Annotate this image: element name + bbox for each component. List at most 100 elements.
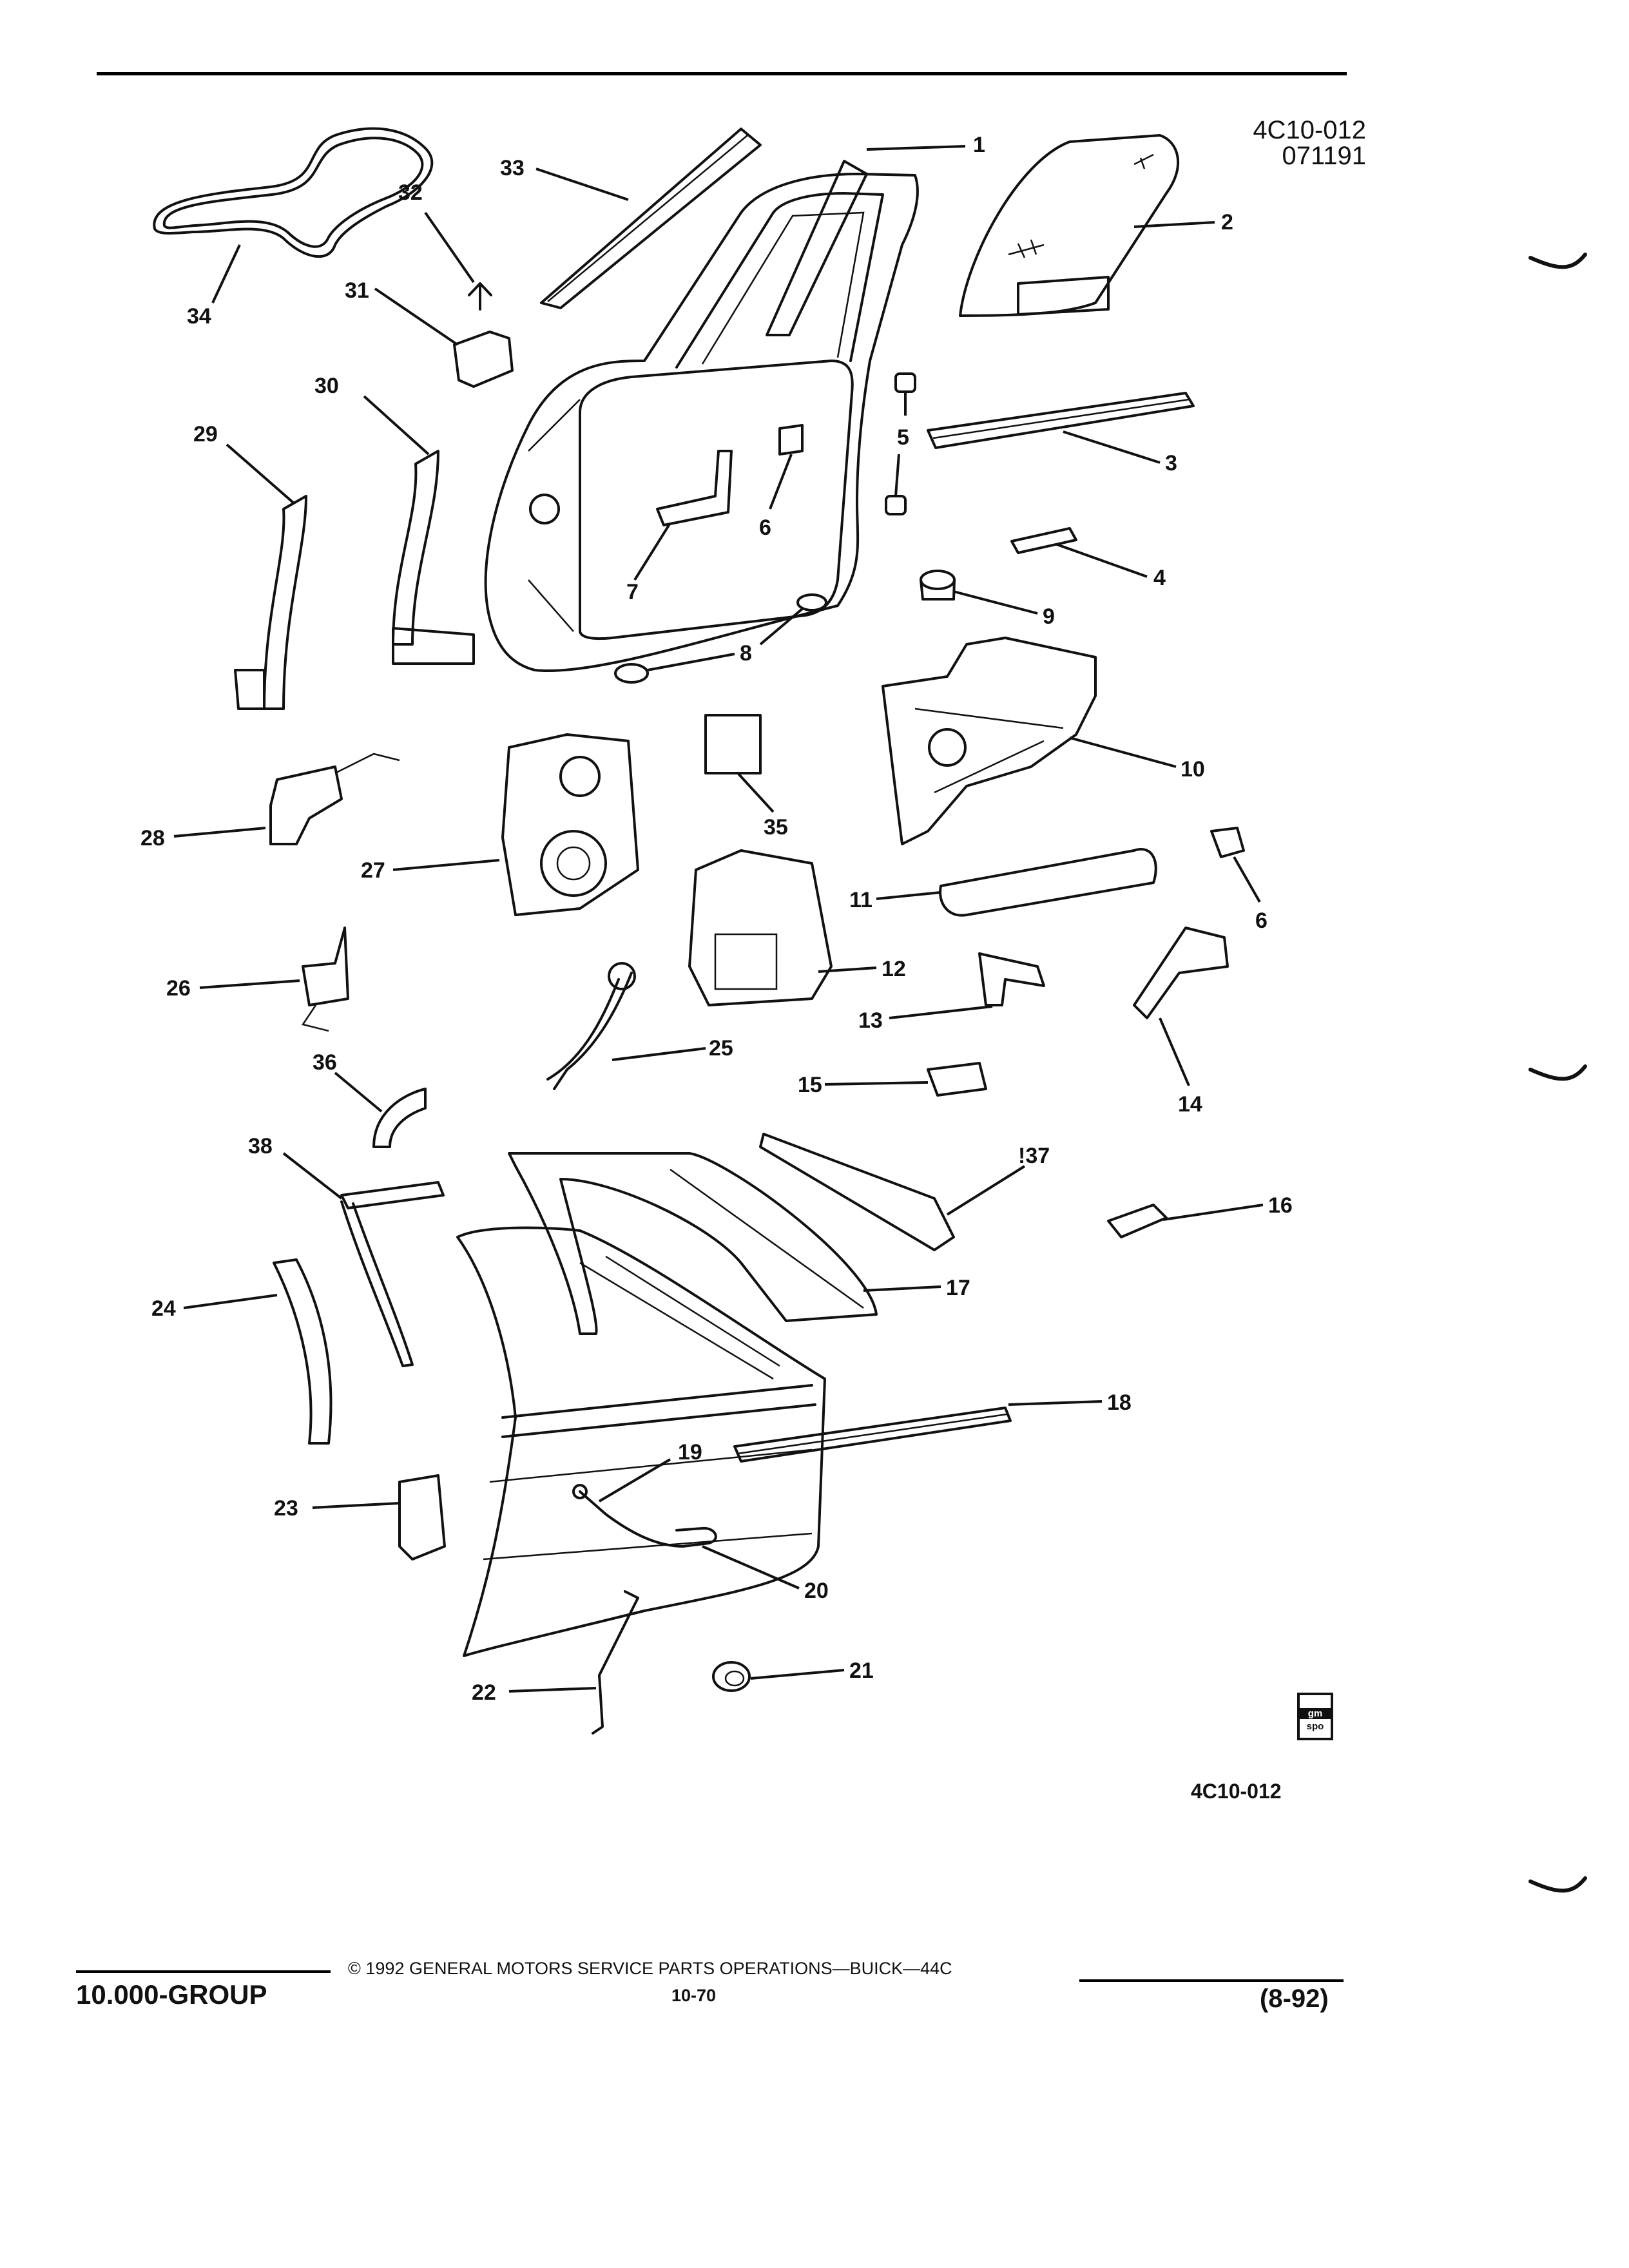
part-28-lock [269, 753, 400, 845]
footer-copyright: © 1992 GENERAL MOTORS SERVICE PARTS OPER… [348, 1959, 952, 1978]
leader-23 [312, 1502, 400, 1509]
leader-12 [818, 966, 877, 973]
part-8-grommets [614, 593, 827, 684]
leader-17 [863, 1285, 941, 1292]
callout-3: 3 [1165, 451, 1177, 476]
callout-38: 38 [248, 1134, 273, 1158]
callout-5: 5 [897, 425, 909, 450]
callout-24: 24 [151, 1296, 176, 1321]
callout-1: 1 [973, 133, 985, 157]
part-25-rod [546, 962, 636, 1090]
callout-6b: 6 [1255, 908, 1268, 933]
leader-4 [1056, 543, 1148, 578]
part-23-latch [398, 1474, 446, 1561]
leader-11 [876, 891, 941, 900]
leader-14 [1159, 1017, 1190, 1086]
front-door-shell [484, 160, 919, 673]
leader-24 [183, 1294, 278, 1309]
part-18-belt-strip [733, 1407, 1012, 1463]
leader-28 [173, 827, 266, 838]
leader-19 [598, 1458, 671, 1503]
leader-3 [1063, 430, 1161, 464]
part-24-channel [273, 1258, 333, 1445]
part-14-bracket [1133, 927, 1229, 1019]
part-37-channel [759, 1133, 955, 1251]
part-13-bracket [978, 952, 1045, 1006]
callout-31: 31 [345, 278, 369, 303]
callout-33: 33 [500, 156, 525, 180]
leader-16 [1162, 1204, 1264, 1221]
part-27-speaker [501, 733, 639, 916]
leader-13 [889, 1005, 993, 1019]
logo-line-1: gm [1300, 1708, 1331, 1719]
part-26-actuator [301, 927, 349, 1032]
leader-26 [199, 979, 300, 989]
leader-10 [1069, 736, 1177, 768]
part-6-striker-b [1210, 827, 1245, 858]
leader-32 [424, 211, 475, 284]
leader-29 [226, 443, 294, 504]
callout-13: 13 [858, 1008, 883, 1033]
callout-36: 36 [313, 1050, 337, 1075]
leader-2 [1133, 221, 1215, 228]
callout-16: 16 [1268, 1193, 1293, 1218]
figure-code-bottom: 4C10-012 [1191, 1780, 1282, 1803]
callout-35: 35 [764, 815, 788, 840]
callout-21: 21 [849, 1658, 874, 1683]
part-7-hinge [656, 450, 733, 526]
margin-tick-1 [1528, 253, 1587, 269]
leader-36 [334, 1072, 383, 1113]
part-3-channel [927, 392, 1195, 449]
callout-29: 29 [193, 422, 218, 447]
leader-37 [946, 1165, 1026, 1216]
part-32-clip [468, 282, 492, 311]
leader-8b [759, 608, 804, 646]
leader-34 [211, 244, 241, 303]
part-30-channel [392, 450, 475, 665]
callout-10: 10 [1181, 757, 1205, 782]
callout-34: 34 [187, 304, 211, 329]
part-12-grille [688, 849, 833, 1006]
part-15-clip [927, 1062, 987, 1097]
leader-18 [1008, 1400, 1103, 1406]
leader-25 [612, 1047, 706, 1061]
leader-8a [647, 653, 735, 671]
callout-9: 9 [1043, 604, 1055, 629]
callout-26: 26 [166, 976, 191, 1001]
margin-tick-3 [1528, 1876, 1587, 1893]
callout-25: 25 [709, 1036, 733, 1061]
part-22-rod [592, 1590, 639, 1735]
part-29-channel [234, 495, 307, 710]
callout-32: 32 [398, 180, 423, 205]
leader-15 [824, 1081, 929, 1086]
leader-38 [282, 1152, 343, 1200]
footer-page-number: 10-70 [671, 1986, 717, 2005]
leader-20 [702, 1545, 800, 1590]
margin-tick-2 [1528, 1064, 1587, 1081]
callout-15: 15 [798, 1073, 822, 1097]
leader-1 [866, 145, 966, 151]
leader-22 [508, 1687, 597, 1693]
leader-21 [750, 1669, 845, 1680]
callout-30: 30 [314, 374, 339, 398]
leader-27 [392, 859, 500, 871]
footer-group-label: 10.000-GROUP [76, 1979, 267, 2010]
part-38-channel [340, 1181, 445, 1367]
part-19-20-rod [572, 1484, 717, 1548]
callout-22: 22 [472, 1680, 496, 1705]
callout-7: 7 [626, 580, 639, 604]
figure-id: 4C10-012 [1253, 116, 1366, 144]
top-rule [97, 72, 1347, 75]
part-35-label [704, 714, 762, 774]
callout-17: 17 [946, 1276, 970, 1300]
logo-line-2: spo [1306, 1721, 1324, 1732]
leader-33 [535, 168, 629, 201]
callout-11: 11 [849, 888, 872, 912]
part-11-handle [939, 848, 1157, 917]
callout-2: 2 [1221, 210, 1233, 235]
footer-rule-left [76, 1970, 331, 1973]
leader-6b [1233, 856, 1261, 903]
gm-spo-logo: gm spo [1297, 1693, 1333, 1740]
